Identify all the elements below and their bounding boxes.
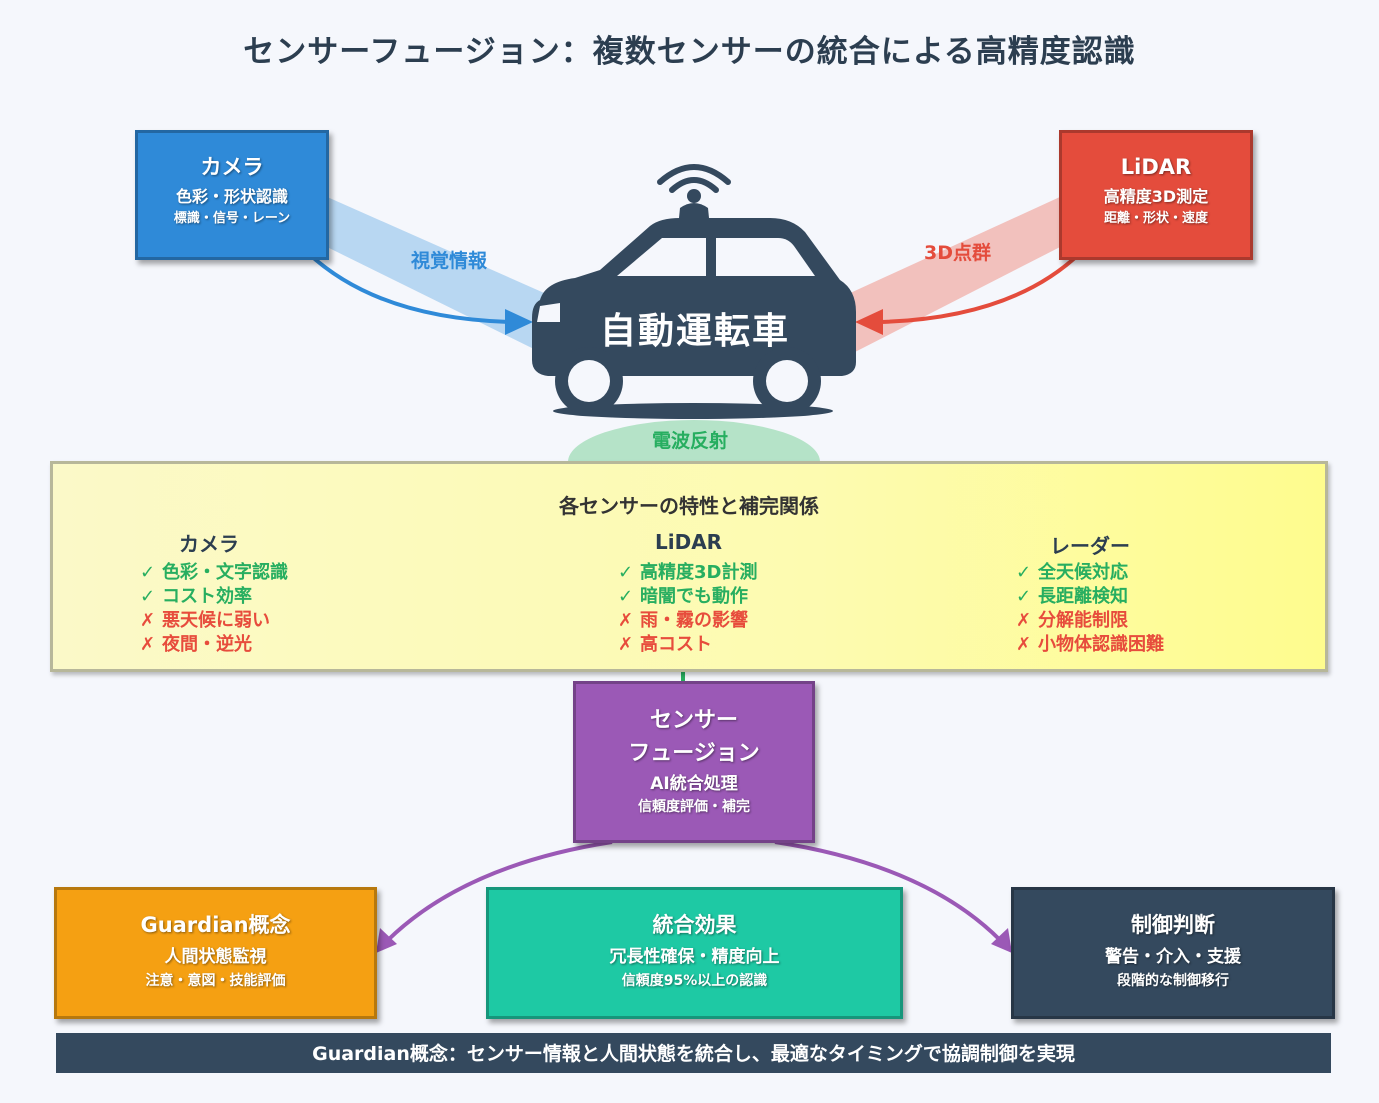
fusion-guardian-arrow [386, 840, 613, 942]
car-icon [532, 164, 856, 419]
cross-icon: ✗ [140, 610, 156, 631]
lidar-subtitle: 高精度3D測定 [1103, 187, 1209, 206]
con-item: ✗夜間・逆光 [140, 634, 252, 655]
camera-flow-label: 視覚情報 [411, 250, 488, 272]
fusion-detail: 信頼度評価・補完 [638, 799, 750, 815]
effect-detail: 信頼度95%以上の認識 [621, 973, 768, 989]
pro-item: ✓暗闇でも動作 [618, 586, 748, 607]
pro-item: ✓全天候対応 [1016, 562, 1128, 583]
radar-flow-label: 電波反射 [651, 430, 728, 452]
camera-arrow [298, 243, 511, 324]
cross-icon: ✗ [618, 610, 634, 631]
camera-arrowhead [505, 309, 533, 335]
check-icon: ✓ [140, 562, 156, 583]
column-radar: ✓全天候対応 ✓長距離検知 ✗分解能制限 ✗小物体認識困難 [1016, 561, 1164, 657]
lidar-sensor-box: LiDAR 高精度3D測定 距離・形状・速度 [1059, 130, 1253, 260]
characteristics-title: 各センサーの特性と補完関係 [559, 494, 819, 518]
lidar-arrow [879, 243, 1090, 324]
characteristics-panel: 各センサーの特性と補完関係 カメラ ✓色彩・文字認識 ✓コスト効率 ✗悪天候に弱… [50, 461, 1328, 672]
guardian-title: Guardian概念 [140, 913, 291, 937]
column-camera: ✓色彩・文字認識 ✓コスト効率 ✗悪天候に弱い ✗夜間・逆光 [140, 561, 288, 657]
vehicle-label: 自動運転車 [599, 311, 790, 352]
column-title-radar: レーダー [1050, 534, 1130, 558]
fusion-control-arrow [774, 840, 1002, 942]
effect-title: 統合効果 [652, 913, 737, 937]
pro-item: ✓色彩・文字認識 [140, 562, 288, 583]
fusion-guardian-arrowhead [376, 928, 397, 953]
column-title-camera: カメラ [179, 532, 239, 556]
control-subtitle: 警告・介入・支援 [1105, 947, 1241, 967]
check-icon: ✓ [618, 586, 634, 607]
cross-icon: ✗ [618, 634, 634, 655]
guardian-box: Guardian概念 人間状態監視 注意・意図・技能評価 [54, 887, 377, 1019]
lidar-flow-label: 3D点群 [924, 242, 991, 264]
camera-title: カメラ [200, 155, 264, 179]
check-icon: ✓ [140, 586, 156, 607]
fusion-control-arrowhead [991, 928, 1012, 953]
check-icon: ✓ [1016, 562, 1032, 583]
effect-subtitle: 冗長性確保・精度向上 [609, 947, 780, 967]
page-title: センサーフュージョン：複数センサーの統合による高精度認識 [243, 34, 1136, 70]
con-item: ✗高コスト [618, 634, 712, 655]
sensor-fusion-box: センサー フュージョン AI統合処理 信頼度評価・補完 [573, 681, 815, 843]
check-icon: ✓ [618, 562, 634, 583]
lidar-arrowhead [855, 309, 883, 335]
fusion-title-line1: センサー [649, 708, 738, 733]
guardian-detail: 注意・意図・技能評価 [145, 973, 286, 989]
con-item: ✗悪天候に弱い [140, 610, 270, 631]
fusion-subtitle: AI統合処理 [650, 774, 738, 794]
lidar-flow-band [835, 196, 1062, 352]
camera-sensor-box: カメラ 色彩・形状認識 標識・信号・レーン [135, 130, 329, 260]
pro-item: ✓高精度3D計測 [618, 562, 758, 583]
check-icon: ✓ [1016, 586, 1032, 607]
cross-icon: ✗ [1016, 610, 1032, 631]
cross-icon: ✗ [1016, 634, 1032, 655]
camera-detail: 標識・信号・レーン [173, 211, 291, 226]
pro-item: ✓コスト効率 [140, 586, 252, 607]
con-item: ✗小物体認識困難 [1016, 634, 1164, 655]
control-title: 制御判断 [1131, 913, 1215, 937]
control-detail: 段階的な制御移行 [1117, 973, 1229, 989]
camera-flow-band [325, 196, 560, 352]
column-lidar: ✓高精度3D計測 ✓暗闇でも動作 ✗雨・霧の影響 ✗高コスト [618, 561, 757, 657]
lidar-title: LiDAR [1120, 155, 1192, 179]
control-decision-box: 制御判断 警告・介入・支援 段階的な制御移行 [1011, 887, 1335, 1019]
cross-icon: ✗ [140, 634, 156, 655]
fusion-title-line2: フュージョン [628, 741, 760, 766]
con-item: ✗雨・霧の影響 [618, 610, 748, 631]
con-item: ✗分解能制限 [1016, 610, 1128, 631]
guardian-subtitle: 人間状態監視 [164, 947, 267, 967]
camera-subtitle: 色彩・形状認識 [175, 187, 288, 206]
integration-effect-box: 統合効果 冗長性確保・精度向上 信頼度95%以上の認識 [486, 887, 903, 1019]
column-title-lidar: LiDAR [655, 530, 723, 554]
lidar-detail: 距離・形状・速度 [1103, 211, 1208, 226]
footer-banner: Guardian概念：センサー情報と人間状態を統合し、最適なタイミングで協調制御… [56, 1033, 1331, 1073]
pro-item: ✓長距離検知 [1016, 586, 1128, 607]
